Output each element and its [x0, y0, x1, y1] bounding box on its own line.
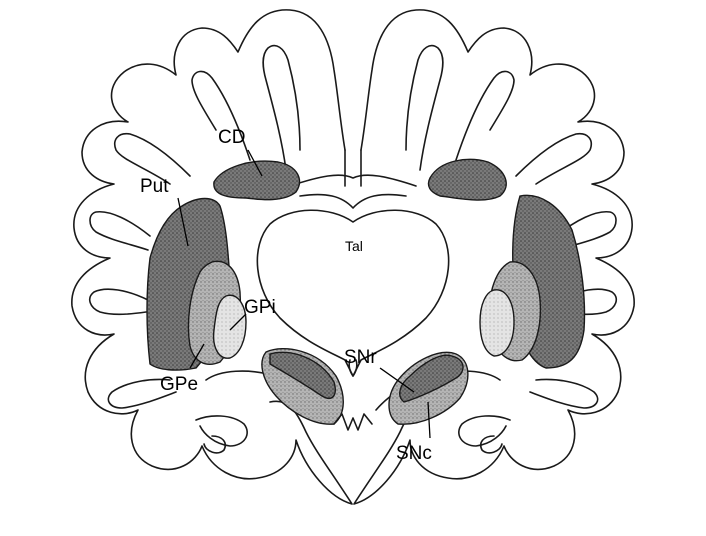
label-gpi: GPi — [244, 297, 276, 318]
label-tal: Tal — [345, 238, 363, 254]
left-temporal-fold — [196, 416, 247, 446]
left-sulcus-4 — [90, 212, 150, 250]
label-snc: SNc — [396, 443, 432, 464]
label-snr: SNr — [344, 347, 377, 368]
gpi-right — [480, 290, 514, 356]
label-put: Put — [140, 176, 169, 197]
brainstem-midline — [334, 414, 372, 430]
gpi-left — [214, 295, 246, 358]
left-sulcus-1 — [263, 46, 300, 170]
corpus-callosum — [290, 175, 416, 208]
right-cortex — [354, 10, 634, 504]
caudate-right — [428, 159, 506, 200]
label-gpe: GPe — [160, 374, 198, 395]
midline-fissure — [345, 150, 361, 186]
label-cd: CD — [218, 127, 245, 148]
left-sulcus-5 — [90, 289, 148, 314]
